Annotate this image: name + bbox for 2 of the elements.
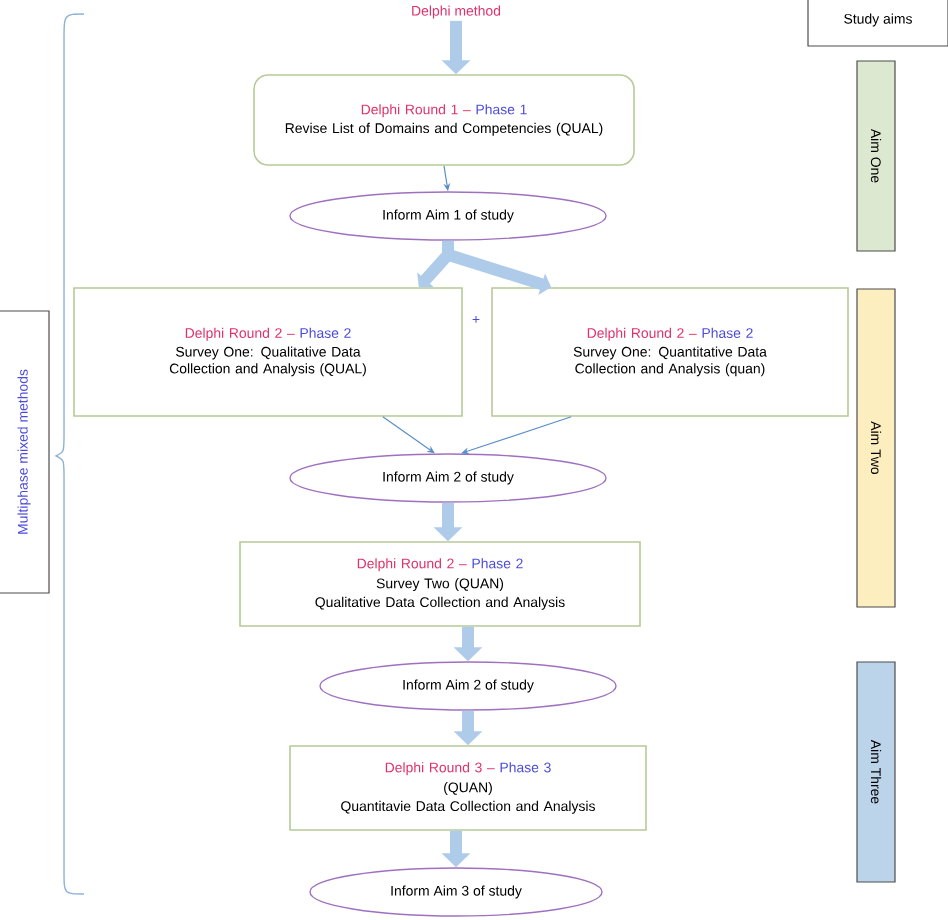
- arrow: [461, 416, 572, 455]
- arrow: [382, 416, 435, 454]
